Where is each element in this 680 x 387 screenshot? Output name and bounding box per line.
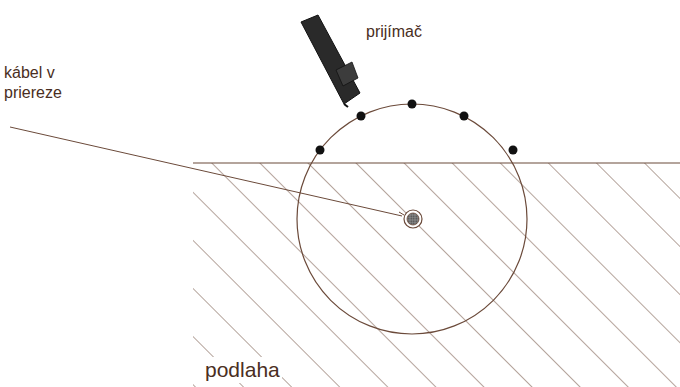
cable-label: kábel v priereze xyxy=(4,63,94,103)
floor-label: podlaha xyxy=(203,357,282,383)
receiver-device xyxy=(301,15,360,107)
cable-cross-section xyxy=(399,210,422,228)
measurement-points xyxy=(316,100,518,155)
receiver-label: prijímač xyxy=(366,22,422,42)
field-circle xyxy=(297,104,527,334)
leader-line xyxy=(10,127,402,216)
floor-surface xyxy=(193,162,680,163)
floor-hatching xyxy=(193,163,680,387)
